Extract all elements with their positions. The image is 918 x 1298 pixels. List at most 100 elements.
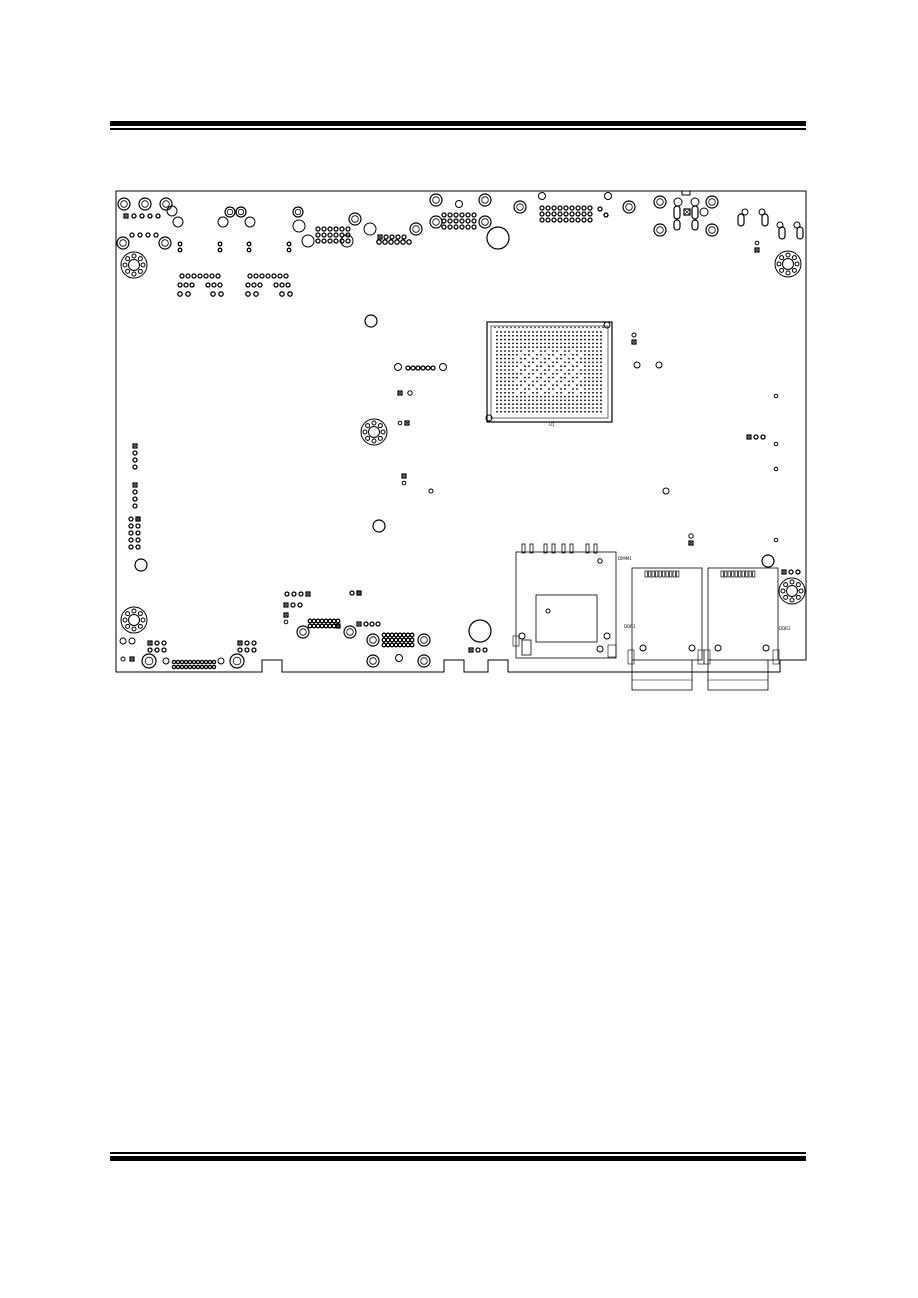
sodimm-b-label: DDR2 xyxy=(779,626,791,631)
cpu-pin xyxy=(516,365,518,367)
cpu-pin xyxy=(576,335,578,337)
cpu-pin xyxy=(592,403,594,405)
through-hole xyxy=(129,638,135,644)
through-hole xyxy=(163,201,170,208)
cpu-pin xyxy=(548,335,550,337)
through-hole xyxy=(466,213,470,217)
through-hole xyxy=(200,665,203,668)
cpu-pin xyxy=(512,388,514,390)
cpu-pin xyxy=(568,400,570,402)
cpu-pin xyxy=(548,369,550,371)
through-hole xyxy=(328,239,332,243)
through-hole xyxy=(200,660,203,663)
cpu-pin xyxy=(568,335,570,337)
cpu-pin xyxy=(552,335,554,337)
cpu-pin xyxy=(588,384,590,386)
through-hole xyxy=(402,633,406,637)
through-hole xyxy=(448,213,452,217)
through-hole xyxy=(192,665,195,668)
cpu-pin xyxy=(546,327,547,328)
cpu-pin xyxy=(504,331,506,333)
cpu-pin xyxy=(600,346,602,348)
cpu-pin xyxy=(496,354,498,356)
through-hole xyxy=(219,292,223,296)
cpu-pin xyxy=(580,411,582,413)
cpu-pin xyxy=(528,396,530,398)
cpu-pin xyxy=(584,381,586,383)
cpu-pin xyxy=(552,411,554,413)
through-hole xyxy=(312,624,316,628)
through-hole xyxy=(604,633,610,639)
cpu-pin xyxy=(560,377,562,379)
cpu-pin xyxy=(592,369,594,371)
cpu-pin xyxy=(508,396,510,398)
slot-pad xyxy=(674,206,680,219)
through-hole xyxy=(340,239,344,243)
through-hole xyxy=(552,218,556,222)
cpu-pin xyxy=(540,396,542,398)
cpu-pin xyxy=(512,411,514,413)
cpu-pin xyxy=(500,403,502,405)
through-hole xyxy=(186,292,190,296)
cpu-pin xyxy=(496,407,498,409)
through-hole xyxy=(180,665,183,668)
cpu-pin xyxy=(556,396,558,398)
cpu-pin xyxy=(580,350,582,352)
cpu-pin xyxy=(520,343,522,345)
cpu-pin xyxy=(508,346,510,348)
through-hole xyxy=(142,201,149,208)
cpu-pin xyxy=(500,396,502,398)
cpu-pin xyxy=(540,403,542,405)
cpu-pin xyxy=(500,365,502,367)
cpu-pin xyxy=(532,381,534,383)
cpu-pin xyxy=(592,392,594,394)
cpu-pin xyxy=(580,343,582,345)
through-hole xyxy=(479,194,491,206)
cpu-pin xyxy=(552,331,554,333)
through-hole xyxy=(755,241,759,245)
through-hole xyxy=(440,364,447,371)
cpu-pin xyxy=(544,335,546,337)
through-hole xyxy=(334,239,338,243)
sodimm-pin xyxy=(677,571,679,577)
through-hole xyxy=(162,641,166,645)
through-hole xyxy=(394,638,398,642)
cpu-pin xyxy=(560,339,562,341)
cpu-pin xyxy=(508,403,510,405)
through-hole xyxy=(352,216,359,223)
cpu-pin xyxy=(580,407,582,409)
cpu-pin xyxy=(588,339,590,341)
sodimm-pin xyxy=(725,571,727,577)
through-hole xyxy=(238,648,242,652)
cpu-pin xyxy=(588,411,590,413)
through-hole xyxy=(674,198,682,206)
cpu-pin xyxy=(576,400,578,402)
cpu-pin xyxy=(596,403,598,405)
cpu-pin xyxy=(512,358,514,360)
mounting-hole xyxy=(361,419,387,445)
cpu-pin xyxy=(508,400,510,402)
through-hole xyxy=(142,654,156,668)
cpu-pin xyxy=(548,392,550,394)
through-hole xyxy=(406,633,410,637)
cpu-pin xyxy=(504,381,506,383)
through-hole xyxy=(406,366,410,370)
through-hole xyxy=(248,274,252,278)
cpu-pin xyxy=(592,411,594,413)
cpu-pin xyxy=(516,339,518,341)
through-hole xyxy=(386,643,390,647)
cpu-pin xyxy=(584,403,586,405)
cpu-pin xyxy=(588,381,590,383)
through-hole xyxy=(180,274,184,278)
through-hole xyxy=(774,394,778,398)
slot-pad xyxy=(797,227,803,239)
cpu-pin xyxy=(516,354,518,356)
cpu-pin xyxy=(576,384,578,386)
through-hole xyxy=(292,592,296,596)
through-hole xyxy=(212,660,215,663)
cpu-pin xyxy=(512,392,514,394)
through-hole xyxy=(634,362,640,368)
cpu-pin xyxy=(544,403,546,405)
through-hole xyxy=(410,643,414,647)
through-hole xyxy=(558,218,562,222)
